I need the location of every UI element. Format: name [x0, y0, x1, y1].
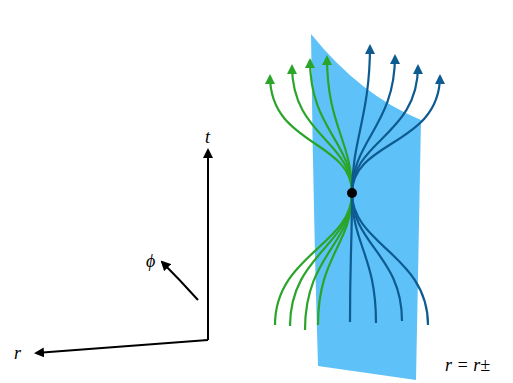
event-point — [347, 188, 357, 198]
r-axis-label: r — [14, 344, 21, 362]
t-axis — [207, 150, 209, 340]
geodesic-curve — [318, 57, 352, 325]
geodesic-curve — [352, 66, 418, 321]
phi-axis-label: ϕ — [146, 252, 155, 270]
surface-label: r = r± — [445, 356, 490, 374]
geodesic-curve — [305, 60, 352, 330]
horizon-sheet — [311, 34, 421, 380]
geodesic-curves — [270, 46, 440, 330]
geodesic-curve — [352, 56, 395, 323]
r-axis — [36, 340, 208, 353]
geodesic-curve — [352, 76, 440, 325]
t-axis-label: t — [205, 128, 210, 146]
phi-arc — [162, 262, 198, 300]
